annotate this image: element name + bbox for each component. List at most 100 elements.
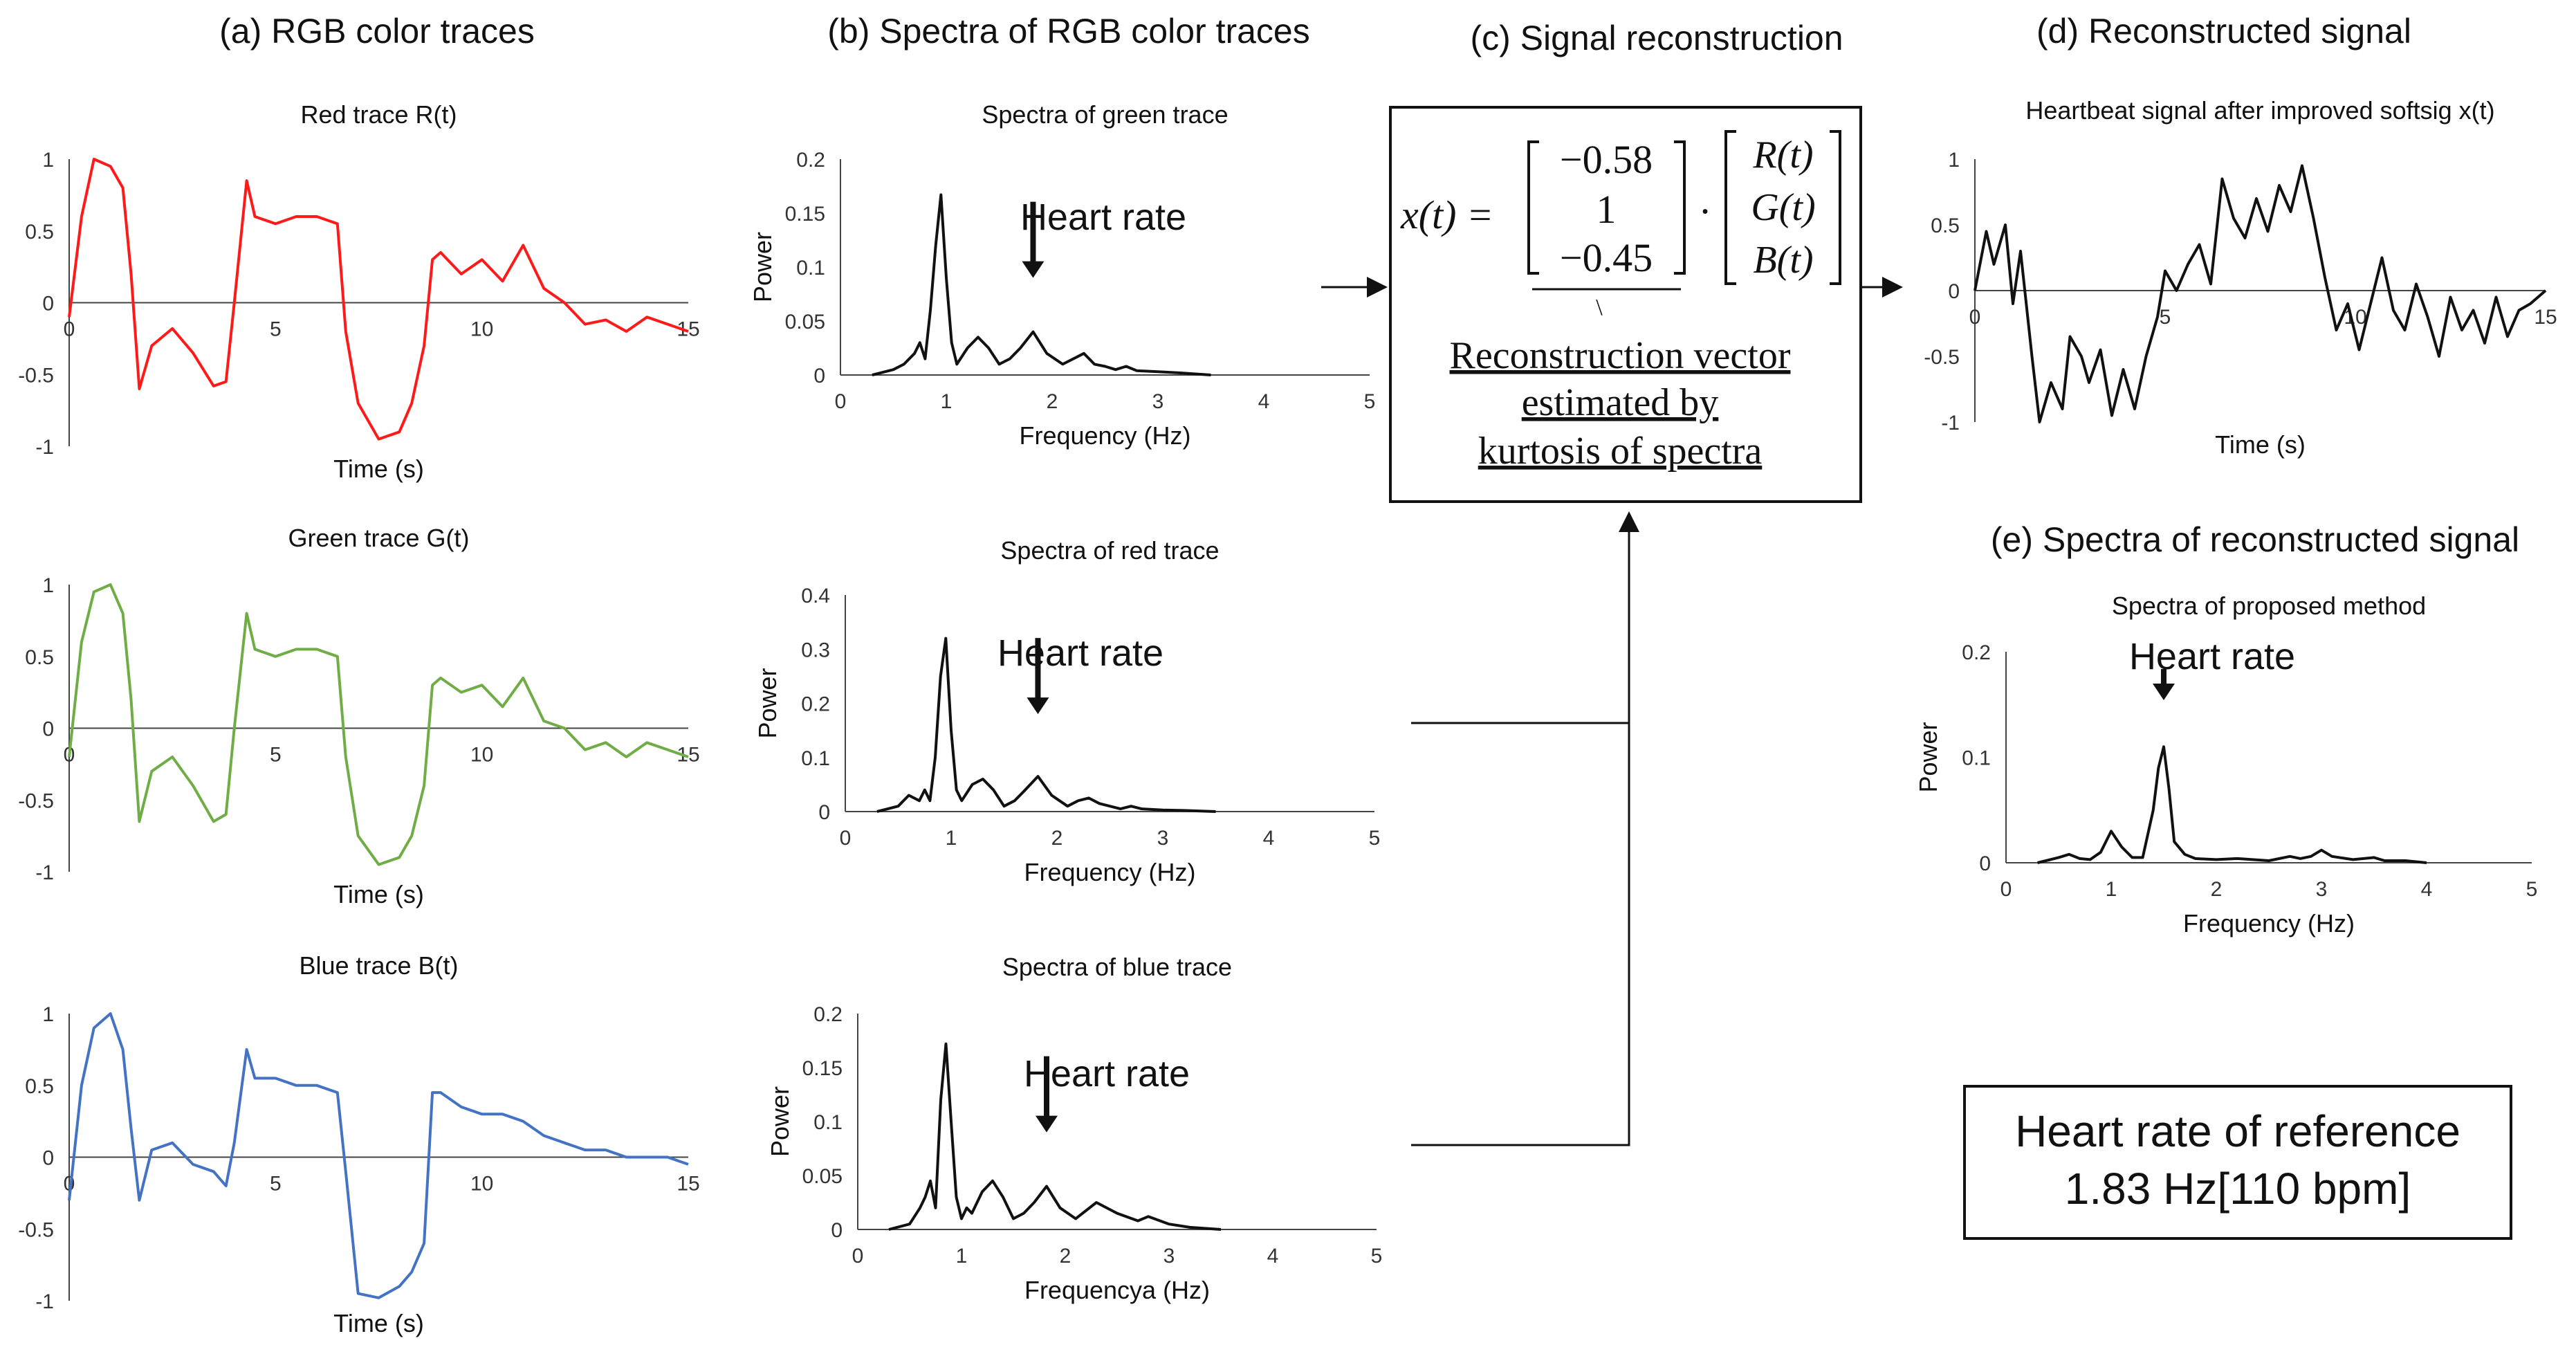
spec_blue-x-tick-label: 4 (1267, 1245, 1279, 1268)
green-chart-title: Green trace G(t) (288, 524, 469, 552)
spec_recon-y-axis-label: Power (1914, 722, 1942, 792)
spec_blue-y-tick-label: 0.2 (813, 1003, 843, 1026)
spec_recon-x-tick-label: 1 (2106, 878, 2117, 901)
spec_blue-y-tick-label: 0.15 (802, 1057, 843, 1080)
blue-x-tick-label: 10 (470, 1173, 493, 1196)
red-x-tick-label: 10 (470, 318, 493, 341)
spec_red-y-tick-label: 0.3 (801, 639, 830, 661)
heart-rate-label-blue: Heart rate (1024, 1053, 1190, 1095)
spec_red-x-tick-label: 0 (840, 827, 852, 850)
spec_blue-heart-rate-arrowhead (1036, 1115, 1058, 1133)
spec_green-x-axis-label: Frequency (Hz) (1019, 421, 1190, 450)
spec_blue-x-tick-label: 5 (1371, 1245, 1383, 1268)
spec_recon-x-tick-label: 3 (2316, 878, 2328, 901)
recon-x-axis-label: Time (s) (2215, 430, 2306, 459)
spec_blue-y-tick-label: 0.05 (802, 1165, 843, 1188)
blue-y-tick-label: 0.5 (25, 1075, 54, 1098)
spec_red-x-tick-label: 5 (1369, 827, 1381, 850)
rgb-bracket-left (1724, 130, 1736, 285)
spec_recon-heart-rate-arrowhead (2153, 684, 2175, 700)
dot-operator: · (1698, 189, 1711, 234)
green-x-tick-label: 5 (270, 744, 282, 767)
green-y-tick-label: -0.5 (18, 789, 54, 812)
reconstruction-box (1389, 106, 1862, 503)
spec_blue-series-line (888, 1042, 1222, 1231)
spec_green-x-tick-label: 0 (835, 390, 847, 413)
red-series-line (68, 158, 689, 441)
spec_blue-y-tick-label: 0 (831, 1219, 843, 1242)
recon-vector-line1: Reconstruction vector (1450, 334, 1791, 377)
spec_green-x-tick-label: 2 (1047, 390, 1058, 413)
spec_red-series-line (876, 637, 1216, 813)
spec_green-y-axis-label: Power (748, 232, 777, 302)
spec_blue-x-tick-label: 3 (1163, 1245, 1175, 1268)
red-x-axis-label: Time (s) (333, 455, 424, 483)
red-y-tick-label: 1 (42, 149, 54, 172)
spec_red-x-tick-label: 4 (1263, 827, 1275, 850)
spec_blue-x-tick-label: 2 (1060, 1245, 1071, 1268)
spec_red-y-tick-label: 0 (818, 801, 830, 824)
spec_blue-y-tick-label: 0.1 (813, 1111, 843, 1134)
spec_green-y-tick-label: 0.05 (785, 311, 825, 333)
blue-y-tick-label: 0 (42, 1147, 54, 1170)
red-y-tick-label: 0.5 (25, 221, 54, 244)
recon-x-tick-label: 15 (2534, 306, 2557, 329)
spec_green-heart-rate-arrowhead (1022, 261, 1045, 278)
section-title-a: (a) RGB color traces (219, 12, 535, 51)
spec_blue-x-tick-label: 0 (852, 1245, 864, 1268)
spec_recon-chart-title: Spectra of proposed method (2112, 592, 2426, 620)
spec_red-y-tick-label: 0.1 (801, 747, 830, 770)
green-series-line (68, 583, 689, 866)
recon-y-tick-label: -1 (1941, 412, 1960, 434)
spec_red-chart-title: Spectra of red trace (1000, 536, 1219, 565)
green-y-tick-label: -1 (35, 861, 54, 884)
red-y-tick-label: 0 (42, 293, 54, 315)
pointer-backslash: \ (1596, 295, 1603, 320)
spec_recon-series-line (2037, 745, 2427, 864)
spec_recon-x-tick-label: 5 (2526, 878, 2538, 901)
red-x-tick-label: 5 (270, 318, 282, 341)
spec_green-y-tick-label: 0 (813, 365, 825, 387)
green-y-tick-label: 0.5 (25, 646, 54, 669)
red-chart-title: Red trace R(t) (300, 100, 457, 129)
spec_recon-y-tick-label: 0.1 (1962, 747, 1991, 770)
spec_green-y-tick-label: 0.15 (785, 203, 825, 226)
green-x-tick-label: 10 (470, 744, 493, 767)
rgb-entry-b: B(t) (1753, 239, 1813, 282)
recon-y-tick-label: -0.5 (1924, 346, 1960, 369)
reference-line1: Heart rate of reference (2015, 1106, 2460, 1156)
spec_green-y-tick-label: 0.1 (796, 257, 825, 280)
section-title-e: (e) Spectra of reconstructed signal (1991, 520, 2519, 559)
spec_red-x-axis-label: Frequency (Hz) (1024, 858, 1195, 886)
heart-rate-label-green: Heart rate (1020, 196, 1186, 238)
recon-y-tick-label: 0 (1948, 280, 1960, 303)
recon-chart-title: Heartbeat signal after improved softsig … (2025, 96, 2494, 125)
spec_recon-x-axis-label: Frequency (Hz) (2183, 909, 2355, 937)
red-x-tick-label: 0 (64, 318, 75, 341)
vector-bracket-left (1527, 140, 1539, 275)
reference-box (1963, 1085, 2512, 1240)
blue-x-tick-label: 15 (677, 1173, 699, 1196)
spec_green-x-tick-label: 1 (941, 390, 953, 413)
rgb-bracket-right (1830, 130, 1841, 285)
green-x-axis-label: Time (s) (333, 880, 424, 908)
spec_red-y-axis-label: Power (753, 668, 782, 738)
green-y-tick-label: 1 (42, 574, 54, 597)
blue-y-tick-label: -0.5 (18, 1218, 54, 1241)
rgb-entry-g: G(t) (1751, 186, 1815, 229)
spec_blue-chart-title: Spectra of blue trace (1002, 953, 1232, 981)
recon-vector-line2: estimated by (1522, 381, 1719, 424)
connector-blue-to-box (1411, 723, 1630, 1146)
spec_recon-x-tick-label: 4 (2421, 878, 2433, 901)
recon-series-line (1974, 164, 2547, 423)
equation-lhs: x(t) = (1400, 192, 1493, 237)
spec_green-x-tick-label: 3 (1152, 390, 1164, 413)
